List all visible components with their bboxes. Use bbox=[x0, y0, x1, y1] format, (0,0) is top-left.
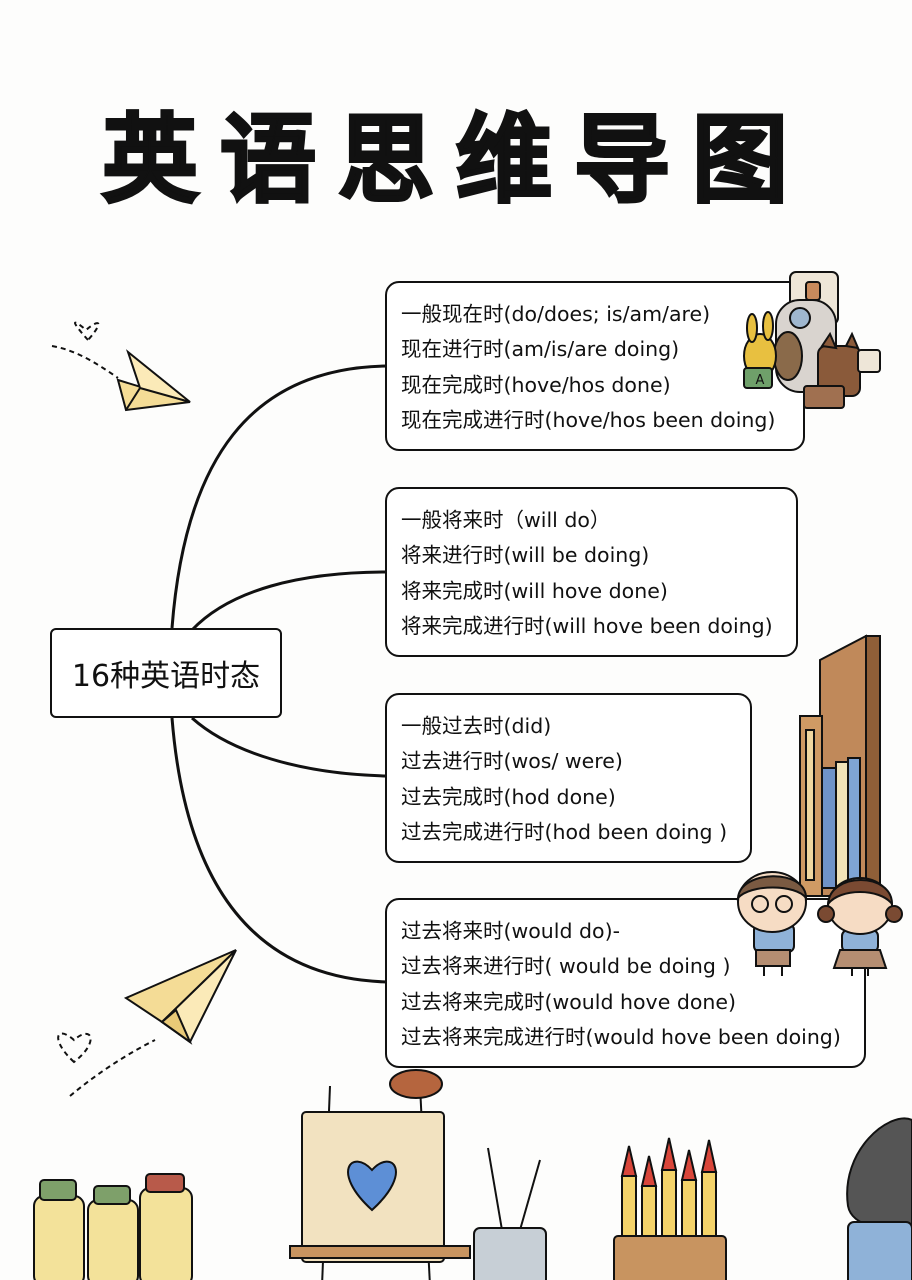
tense-line: 现在完成进行时(hove/hos been doing) bbox=[401, 407, 776, 432]
tense-line: 过去将来时(would do)- bbox=[401, 919, 620, 943]
tense-line: 过去完成时(hod done) bbox=[401, 784, 616, 809]
heart-doodle-icon bbox=[57, 1032, 156, 1097]
brush-cup-icon bbox=[473, 1147, 547, 1280]
tense-line: 过去将来进行时( would be doing ) bbox=[401, 954, 731, 979]
tense-line: 一般将来时（will do） bbox=[401, 508, 611, 532]
tense-line: 过去完成进行时(hod been doing ) bbox=[401, 819, 728, 844]
tense-line: 过去将来完成进行时(would hove been doing) bbox=[401, 1024, 841, 1049]
heart-doodle-icon bbox=[51, 321, 119, 379]
boy-character-icon bbox=[736, 871, 808, 976]
paint-tubes-icon bbox=[33, 1173, 193, 1280]
center-node-label: 16种英语时态 bbox=[71, 659, 261, 694]
tense-group-future: 一般将来时（will do） 将来进行时(will be doing) 将来完成… bbox=[385, 487, 798, 657]
tense-line: 一般现在时(do/does; is/am/are) bbox=[401, 302, 711, 326]
globe-icon bbox=[846, 1117, 912, 1280]
tense-line: 现在进行时(am/is/are doing) bbox=[401, 337, 680, 362]
branch-line-future bbox=[190, 570, 388, 632]
svg-text:A: A bbox=[756, 373, 765, 388]
tense-group-past: 一般过去时(did) 过去进行时(wos/ were) 过去完成时(hod do… bbox=[385, 693, 752, 863]
tense-group-present: 一般现在时(do/does; is/am/are) 现在进行时(am/is/ar… bbox=[385, 281, 805, 451]
paper-plane-icon bbox=[116, 349, 191, 412]
pencils-icon bbox=[613, 1137, 727, 1280]
tense-line: 将来完成进行时(will hove been doing) bbox=[401, 613, 773, 638]
page-title: 英语思维导图 bbox=[101, 103, 810, 218]
tense-line: 现在完成时(hove/hos done) bbox=[401, 372, 671, 397]
bookshelf-icon bbox=[799, 634, 881, 897]
tense-line: 过去将来完成时(would hove done) bbox=[401, 989, 736, 1014]
tense-line: 将来进行时(will be doing) bbox=[401, 543, 650, 568]
girl-character-icon bbox=[817, 877, 903, 976]
branch-line-past-future bbox=[170, 717, 388, 984]
center-node: 16种英语时态 bbox=[50, 628, 282, 718]
tense-line: 一般过去时(did) bbox=[401, 714, 552, 738]
easel-icon bbox=[289, 1069, 471, 1280]
branch-line-present bbox=[170, 364, 388, 629]
toy-characters-icon: A bbox=[743, 271, 881, 409]
tense-line: 过去进行时(wos/ were) bbox=[401, 749, 623, 774]
paper-plane-icon bbox=[123, 949, 237, 1045]
tense-line: 将来完成时(will hove done) bbox=[401, 578, 668, 603]
branch-line-past bbox=[191, 716, 388, 778]
